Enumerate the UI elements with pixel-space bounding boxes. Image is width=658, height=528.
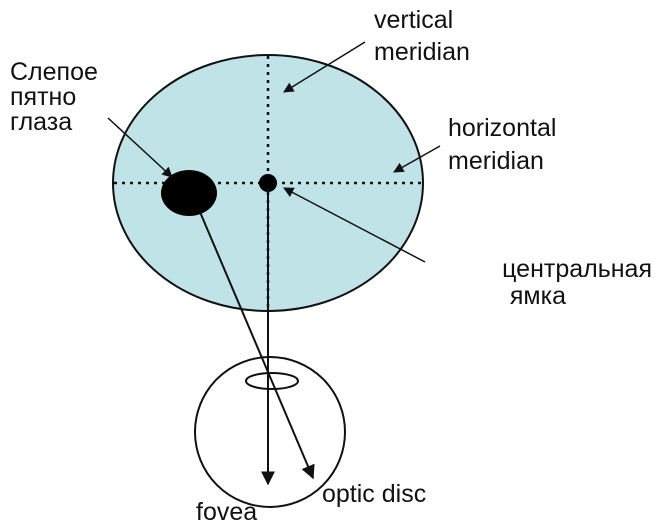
blind-spot-label-line3: глаза [10,110,98,135]
central-fovea-label-line2: ямка [420,283,652,310]
horizontal-meridian-label-line1: horizontal [448,112,556,145]
vertical-meridian-label-line1: vertical [374,4,470,36]
vertical-meridian-label: vertical meridian [374,4,470,68]
fovea-label: fovea [196,498,257,526]
blind-spot-label-line2: пятно [10,85,98,110]
optic-disc-label: optic disc [322,480,426,508]
blind-spot-dot [161,170,217,216]
blind-spot-label-line1: Слепое [10,60,98,85]
horizontal-meridian-label-line2: meridian [448,145,556,178]
blind-spot-label: Слепое пятно глаза [10,60,98,135]
horizontal-meridian-label: horizontal meridian [448,112,556,178]
central-fovea-label: центральная ямка [420,256,652,310]
central-fovea-label-line1: центральная [420,256,652,283]
vertical-meridian-label-line2: meridian [374,36,470,68]
